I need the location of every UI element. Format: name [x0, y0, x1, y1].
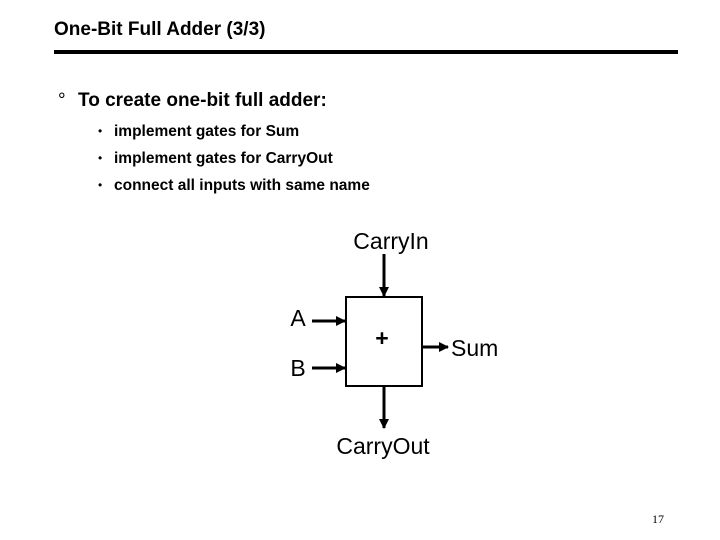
sub-bullet-text: implement gates for CarryOut: [114, 150, 333, 167]
bullet-dot-icon: •: [98, 124, 103, 138]
bullet-dot-icon: •: [98, 178, 103, 192]
sum-label: Sum: [451, 335, 498, 361]
adder-plus-symbol: +: [375, 325, 388, 351]
main-bullet: ° To create one-bit full adder:: [58, 90, 327, 112]
slide-title: One-Bit Full Adder (3/3): [54, 19, 266, 40]
bullet-dot-icon: •: [98, 151, 103, 165]
adder-block: [345, 296, 423, 387]
sub-bullet-item: • implement gates for Sum: [98, 121, 370, 148]
carry-out-label: CarryOut: [336, 433, 430, 459]
input-b-label: B: [290, 355, 305, 381]
sub-bullet-item: • implement gates for CarryOut: [98, 148, 370, 175]
title-underline: [54, 50, 678, 54]
page-number: 17: [652, 512, 664, 526]
carry-in-label: CarryIn: [353, 228, 428, 254]
sub-bullet-text: implement gates for Sum: [114, 123, 300, 140]
sub-bullet-item: • connect all inputs with same name: [98, 175, 370, 202]
degree-bullet-icon: °: [58, 90, 66, 111]
main-bullet-text: To create one-bit full adder:: [78, 90, 327, 111]
sub-bullet-text: connect all inputs with same name: [114, 177, 370, 194]
sub-bullet-list: • implement gates for Sum • implement gate…: [98, 121, 370, 202]
input-a-label: A: [290, 305, 306, 331]
